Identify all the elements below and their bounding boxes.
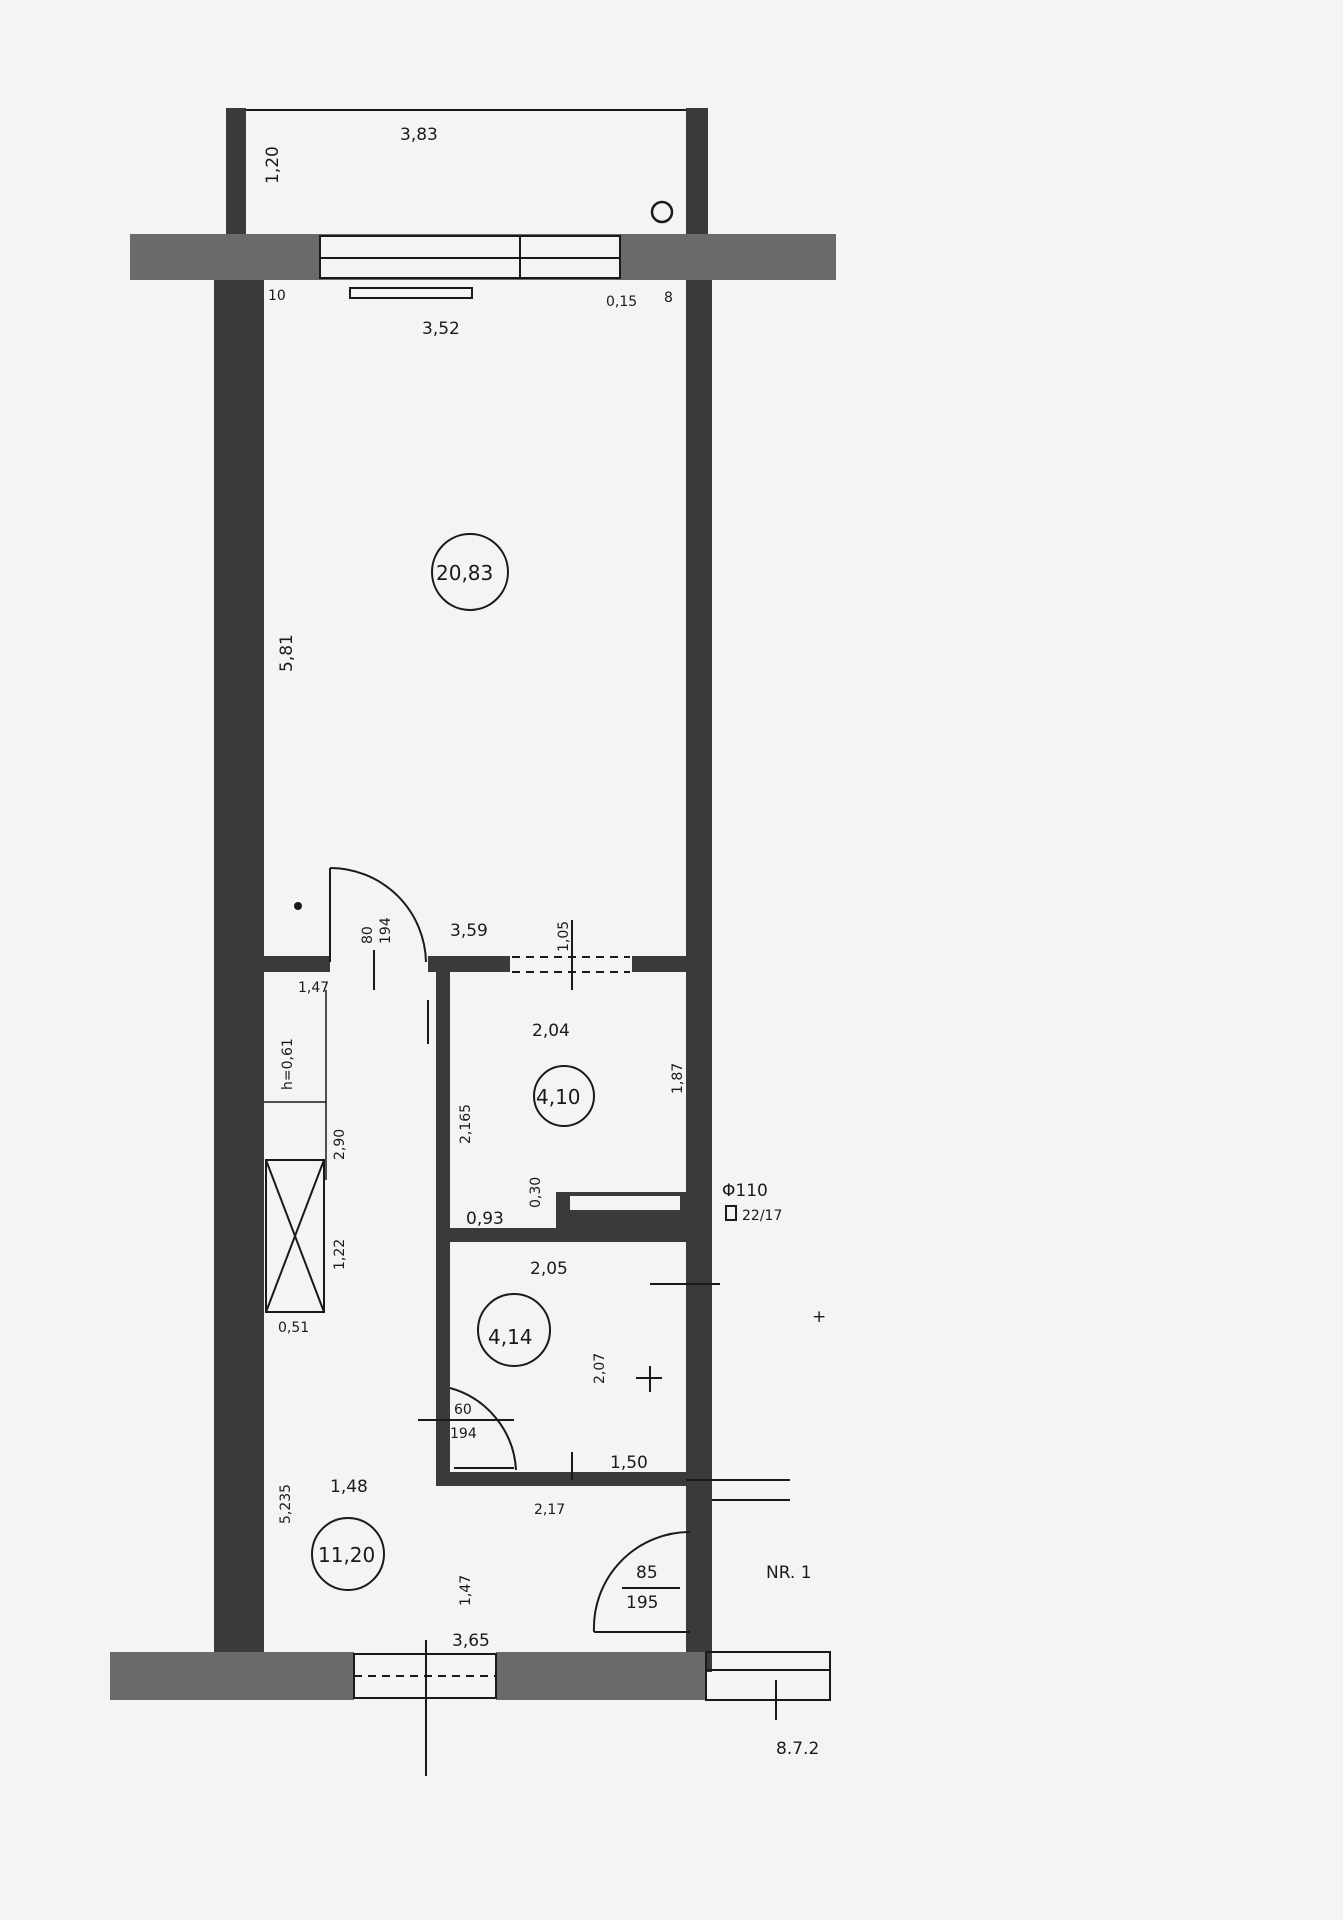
bathroom-bottom-width: 0,93 xyxy=(466,1209,504,1229)
living-opening: 1,05 xyxy=(556,921,572,952)
apartment-number: NR. 1 xyxy=(766,1563,812,1583)
living-door-height: 194 xyxy=(378,917,394,944)
hall-width: 1,48 xyxy=(330,1477,368,1497)
hallway-area-circle xyxy=(311,1517,385,1591)
hallway-area: 11,20 xyxy=(318,1543,375,1567)
hall-partition: 2,17 xyxy=(534,1502,565,1518)
bathroom-area-circle xyxy=(533,1065,595,1127)
duct-icon xyxy=(725,1205,737,1221)
storage-walls xyxy=(418,1283,790,1501)
hall-inner: 1,47 xyxy=(458,1575,474,1606)
entrance-door-height: 195 xyxy=(626,1593,658,1613)
balcony-width: 3,83 xyxy=(400,125,438,145)
hall-top-left: 1,47 xyxy=(298,980,329,996)
top-wall xyxy=(130,234,836,299)
bathroom-right-length: 1,87 xyxy=(670,1063,686,1094)
storage-bottom: 1,50 xyxy=(610,1453,648,1473)
living-partition-width: 3,59 xyxy=(450,921,488,941)
plus-mark: + xyxy=(812,1307,826,1327)
hall-wardrobe-h: h=0,61 xyxy=(280,1038,296,1090)
storage-height: 2,07 xyxy=(592,1353,608,1384)
hall-bottom-width: 3,65 xyxy=(452,1631,490,1651)
corner-right-num: 8 xyxy=(664,290,673,306)
living-room-area: 20,83 xyxy=(436,561,493,585)
balcony xyxy=(226,108,708,234)
storage-area: 4,14 xyxy=(488,1325,533,1349)
bathroom-area: 4,10 xyxy=(536,1085,581,1109)
bathroom-left-length: 2,165 xyxy=(458,1104,474,1144)
entrance-door-width: 85 xyxy=(636,1563,658,1583)
hallway-details xyxy=(264,990,327,1313)
hall-shaft-len: 1,22 xyxy=(332,1239,348,1270)
apartment-ref: 8.7.2 xyxy=(776,1739,819,1759)
hall-wardrobe-len: 2,90 xyxy=(332,1129,348,1160)
pipe-diameter: Φ110 xyxy=(722,1181,768,1201)
corner-right: 0,15 xyxy=(606,294,637,310)
living-partition xyxy=(264,867,686,990)
storage-area-circle xyxy=(477,1293,551,1367)
balcony-depth: 1,20 xyxy=(263,146,283,184)
corner-left: 10 xyxy=(268,288,286,304)
bottom-wall xyxy=(110,1640,831,1776)
living-room-length: 5,81 xyxy=(277,634,297,672)
bathroom-walls xyxy=(427,972,686,1484)
hall-length: 5,235 xyxy=(278,1484,294,1524)
living-room-area-circle xyxy=(431,533,509,611)
bathroom-step: 0,30 xyxy=(528,1177,544,1208)
entrance-door xyxy=(592,1530,691,1633)
hall-shaft-w: 0,51 xyxy=(278,1320,309,1336)
living-room-width: 3,52 xyxy=(422,319,460,339)
bathroom-width: 2,04 xyxy=(532,1021,570,1041)
storage-door-width: 60 xyxy=(454,1402,472,1418)
storage-width: 2,05 xyxy=(530,1259,568,1279)
storage-door-height: 194 xyxy=(450,1426,477,1442)
right-outer-wall xyxy=(686,280,712,1672)
living-door-width: 80 xyxy=(360,926,376,944)
pipe-duct: 22/17 xyxy=(742,1208,782,1224)
left-outer-wall xyxy=(214,280,264,1672)
